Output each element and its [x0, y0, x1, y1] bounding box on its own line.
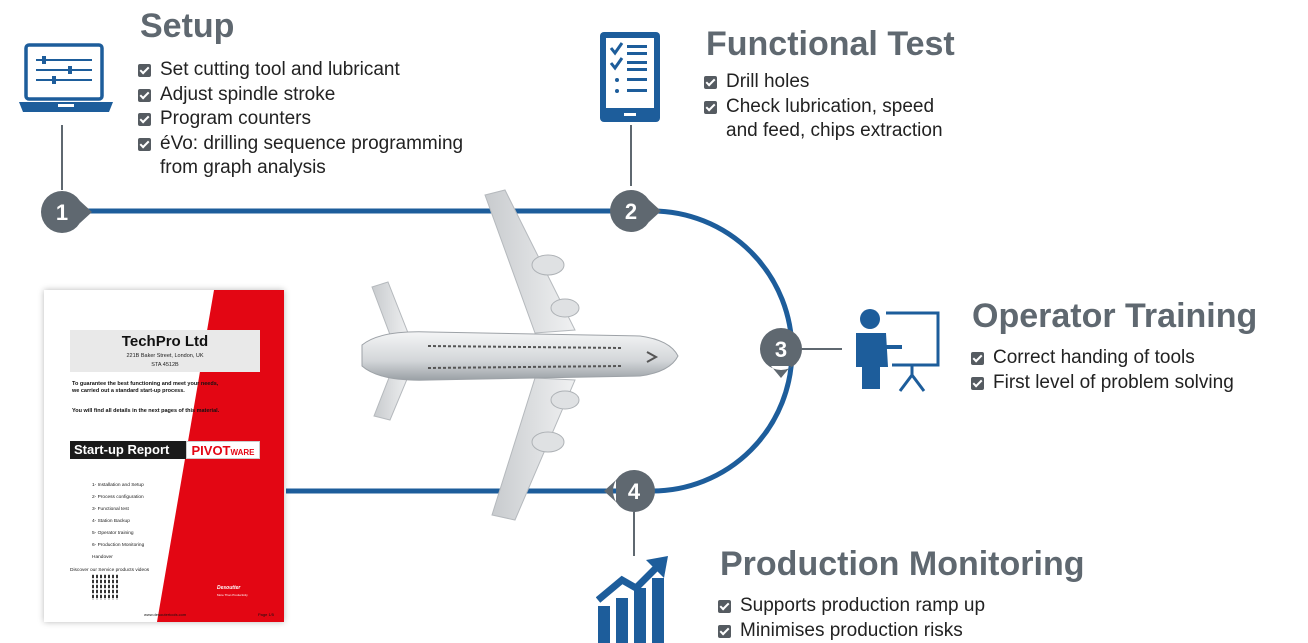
- step-pin-4: [604, 470, 655, 512]
- checklist-item-text: Check lubrication, speed: [726, 95, 935, 117]
- report-company: TechPro Ltd: [121, 333, 209, 350]
- step-number-1: 1: [56, 200, 68, 225]
- checklist-item-text: Set cutting tool and lubricant: [160, 59, 400, 80]
- toc-item: 5- Operator training: [92, 531, 134, 536]
- toc-item: Handover: [92, 555, 113, 560]
- checkbox-checked-icon: [138, 113, 151, 126]
- checklist-item-text: éVo: drilling sequence programming: [160, 132, 464, 154]
- pivotware-logo: PIVOTWARE: [186, 441, 260, 459]
- report-banner: Start-up Report: [70, 441, 186, 459]
- checklist-item: Minimises production risks: [716, 619, 985, 643]
- step-title-functional-test: Functional Test: [706, 25, 955, 63]
- checklist-item: Check lubrication, speed and feed, chips …: [702, 95, 943, 144]
- checklist-item-text: and feed, chips extraction: [726, 120, 943, 141]
- checklist-item-text: Drill holes: [726, 71, 810, 92]
- checklist-item-text: Program counters: [160, 108, 312, 129]
- airplane-illustration: [361, 189, 679, 521]
- report-details-paragraph: You will find all details in the next pa…: [72, 408, 220, 414]
- report-header: TechPro Ltd 221B Baker Street, London, U…: [70, 330, 260, 372]
- report-ref: STA 4512B: [151, 362, 179, 368]
- report-address: 221B Baker Street, London, UK: [126, 353, 204, 359]
- step-pin-1: [41, 191, 92, 233]
- step-number-3: 3: [775, 337, 787, 362]
- qr-code-overlay: [92, 574, 118, 600]
- laptop-settings-icon: [19, 43, 113, 112]
- toc-item: 1- Installation and Setup: [92, 483, 144, 488]
- checklist-item-text: Minimises production risks: [740, 619, 963, 641]
- checkbox-checked-icon: [138, 64, 151, 77]
- checkbox-checked-icon: [971, 352, 984, 365]
- checklist-item: Correct handing of tools: [969, 346, 1234, 371]
- logo-text: Desoutter: [217, 585, 241, 591]
- toc-item: 3- Functional test: [92, 507, 129, 512]
- step-pin-3: [759, 327, 803, 378]
- checklist-item-text: First level of problem solving: [993, 371, 1234, 393]
- report-page-number: Page 1/5: [258, 612, 275, 617]
- step-title-production-monitoring: Production Monitoring: [720, 545, 1085, 583]
- checklist-item: éVo: drilling sequence programming from g…: [136, 132, 463, 181]
- checklist-item: Program counters: [136, 107, 463, 132]
- logo-tagline: More Than Productivity: [217, 593, 248, 597]
- checklist-item-text: from graph analysis: [160, 157, 326, 178]
- toc-item: 6- Production Monitoring: [92, 543, 145, 548]
- step-title-operator-training: Operator Training: [972, 297, 1258, 335]
- startup-report-document: TechPro Ltd 221B Baker Street, London, U…: [44, 290, 284, 622]
- checkbox-checked-icon: [718, 600, 731, 613]
- toc-item: 4- Station Backup: [92, 519, 130, 524]
- checkbox-checked-icon: [718, 624, 731, 638]
- growth-chart-icon: [596, 556, 668, 643]
- checklist-item: Adjust spindle stroke: [136, 83, 463, 108]
- report-intro-paragraph: To guarantee the best functioning and me…: [72, 381, 219, 394]
- checkbox-checked-icon: [704, 76, 717, 89]
- checklist-item: First level of problem solving: [969, 371, 1234, 396]
- checkbox-checked-icon: [138, 88, 151, 102]
- checkbox-checked-icon: [704, 100, 717, 114]
- checklist-item-text: Adjust spindle stroke: [160, 83, 336, 105]
- tablet-checklist-icon: [600, 32, 660, 122]
- step-pin-2: [610, 190, 661, 232]
- checklist-item: Set cutting tool and lubricant: [136, 58, 463, 83]
- report-discover-text: Discover our Service products videos: [70, 568, 150, 573]
- checkbox-checked-icon: [138, 137, 151, 151]
- report-table-of-contents: 1- Installation and Setup 2- Process conf…: [92, 480, 144, 564]
- step-title-setup: Setup: [140, 7, 235, 45]
- ware-brand-text: WARE: [230, 448, 255, 457]
- checklist-item-text: Correct handing of tools: [993, 347, 1195, 368]
- checklist-item-text: Supports production ramp up: [740, 595, 986, 616]
- report-website: www.desoutertools.com: [144, 612, 187, 617]
- step-number-2: 2: [625, 199, 637, 224]
- pivot-brand-text: PIVOT: [191, 443, 231, 458]
- toc-item: 2- Process configuration: [92, 495, 144, 500]
- checklist-item: Supports production ramp up: [716, 594, 985, 619]
- step-number-4: 4: [628, 479, 641, 504]
- checklist-item: Drill holes: [702, 70, 943, 95]
- presenter-board-icon: [856, 309, 940, 392]
- checkbox-checked-icon: [971, 376, 984, 390]
- step-items-production-monitoring: Supports production ramp up Minimises pro…: [716, 594, 985, 643]
